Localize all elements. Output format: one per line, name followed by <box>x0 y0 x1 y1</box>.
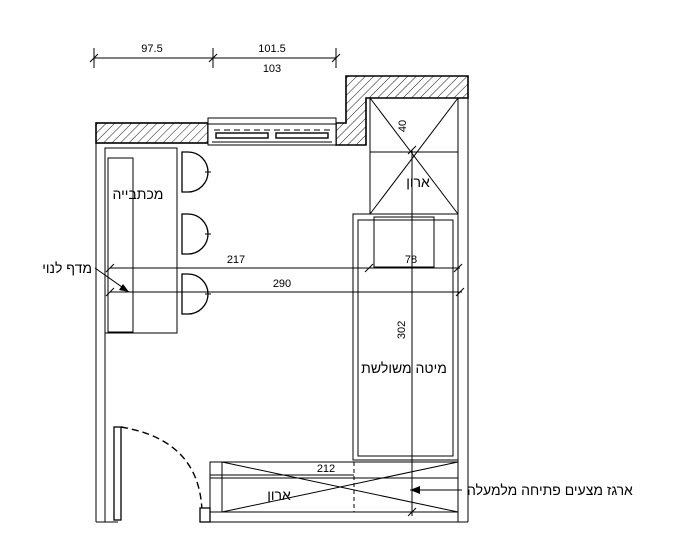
dim-290: 290 <box>273 278 291 290</box>
dim-101-5: 101.5 <box>258 43 286 55</box>
door-swing <box>120 426 203 513</box>
bunk-bed-label: מיטה משולשת <box>361 360 447 376</box>
drawer-callout: ארגז מצעים פתיחה מלמעלה <box>410 482 633 498</box>
dim-97-5: 97.5 <box>141 43 162 55</box>
mobile-shelf-callout: מדף לנוי <box>42 260 130 293</box>
desk: מכתבייה <box>104 147 178 334</box>
interior-dimensions: 217 78 290 302 212 <box>105 145 465 517</box>
bunk-bed: מיטה משולשת <box>352 213 459 461</box>
chair <box>181 151 211 193</box>
door <box>113 426 211 523</box>
desk-label: מכתבייה <box>113 186 164 202</box>
top-dimension-chain: 97.5 101.5 103 <box>89 43 341 75</box>
top-cabinet: ארון 40 <box>369 97 459 215</box>
top-cabinet-label: ארון <box>406 174 430 190</box>
dim-217: 217 <box>227 254 245 266</box>
bottom-cabinet: ארון <box>209 461 459 513</box>
door-jamb <box>199 507 211 523</box>
drawer-note-label: ארגז מצעים פתיחה מלמעלה <box>467 482 633 498</box>
dim-103: 103 <box>263 63 281 75</box>
chairs <box>181 151 211 315</box>
dim-40: 40 <box>397 120 409 132</box>
dim-302: 302 <box>396 321 408 339</box>
bottom-cabinet-label: ארון <box>267 487 291 503</box>
wall-top-left <box>95 122 209 144</box>
chair <box>181 273 211 315</box>
chair <box>181 213 211 255</box>
mobile-shelf-label: מדף לנוי <box>42 260 92 276</box>
window <box>207 117 337 146</box>
dim-212: 212 <box>317 463 335 475</box>
dim-78: 78 <box>405 254 417 266</box>
door-leaf <box>113 426 122 521</box>
